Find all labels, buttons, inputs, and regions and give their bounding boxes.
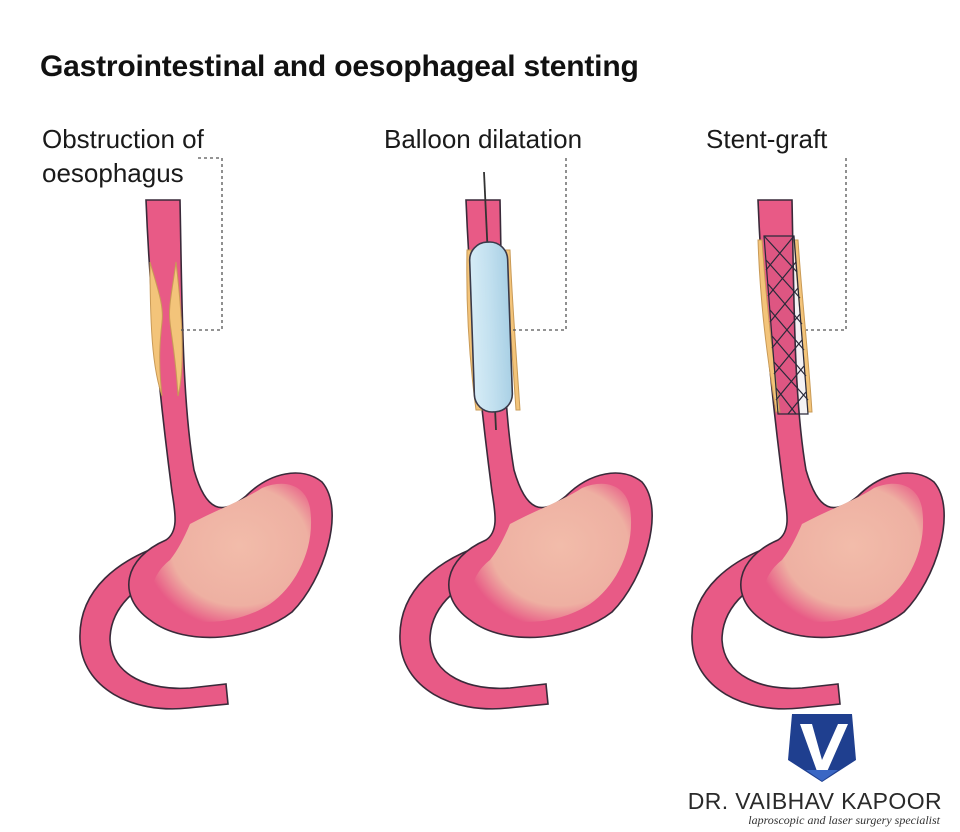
obstruction-mass	[149, 261, 183, 397]
oesophagus-stomach-illustration	[79, 199, 333, 710]
oesophagus-stomach-illustration	[399, 199, 653, 710]
panel-obstruction	[79, 157, 333, 710]
label-obstruction: Obstruction of oesophagus	[42, 122, 204, 190]
leader-line-balloon	[510, 158, 567, 331]
label-balloon-dilatation: Balloon dilatation	[384, 124, 583, 154]
label-obstruction-line-2: oesophagus	[42, 158, 184, 188]
leader-line-obstruction	[178, 157, 223, 331]
brand-name: DR. VAIBHAV KAPOOR	[687, 788, 942, 814]
mesh-stent-icon	[763, 235, 809, 415]
page-title: Gastrointestinal and oesophageal stentin…	[40, 50, 639, 83]
balloon-catheter-icon	[468, 241, 514, 413]
oesophagus-stomach-illustration	[691, 199, 945, 710]
leader-line-stent	[806, 158, 847, 331]
panel-balloon-dilatation	[399, 158, 653, 710]
panel-stent-graft	[691, 158, 945, 710]
v-shield-logo	[788, 714, 856, 782]
label-obstruction-line-1: Obstruction of	[42, 124, 204, 154]
brand-tagline: laproscopic and laser surgery specialist	[748, 813, 940, 827]
label-stent-graft: Stent-graft	[706, 124, 828, 154]
